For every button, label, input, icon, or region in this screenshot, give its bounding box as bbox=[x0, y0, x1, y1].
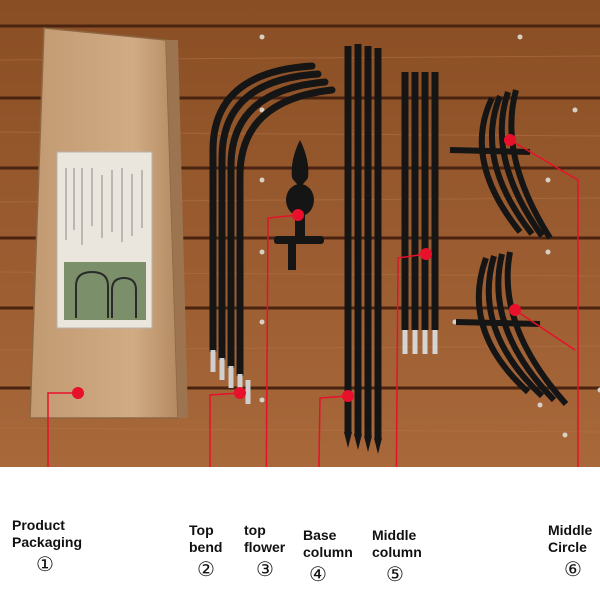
marker-base-column bbox=[342, 390, 354, 402]
callout-label-line: bend bbox=[189, 539, 223, 555]
base-column-spikes bbox=[344, 432, 382, 454]
callout-middle-circle: Middle Circle ⑥ bbox=[548, 522, 592, 582]
callout-label-line: Packaging bbox=[12, 534, 83, 550]
callout-middle-column: Middle column ⑤ bbox=[372, 527, 422, 587]
callout-number: ④ bbox=[309, 564, 327, 586]
callout-label-line: column bbox=[303, 544, 353, 560]
top-flower-finial bbox=[274, 140, 324, 270]
marker-top-bend bbox=[234, 387, 246, 399]
callout-base-column: Base column ④ bbox=[303, 527, 353, 587]
callout-label-line: top bbox=[244, 522, 266, 538]
callout-label-line: column bbox=[372, 544, 422, 560]
callout-label-line: Base bbox=[303, 527, 337, 543]
product-packaging-box bbox=[29, 27, 188, 419]
middle-column-metal-tips bbox=[402, 330, 438, 354]
callout-label-line: Middle bbox=[372, 527, 417, 543]
marker-packaging bbox=[72, 387, 84, 399]
marker-top-flower bbox=[292, 209, 304, 221]
middle-columns bbox=[401, 72, 439, 330]
callout-label-line: Middle bbox=[548, 522, 593, 538]
marker-middle-column bbox=[420, 248, 432, 260]
callout-number: ③ bbox=[256, 559, 274, 581]
deck-screws bbox=[259, 34, 600, 438]
middle-circle-segments-lower bbox=[455, 251, 569, 407]
leader-line-packaging bbox=[47, 392, 78, 467]
leader-line-base-column bbox=[318, 395, 349, 467]
top-bend-arches bbox=[209, 62, 336, 378]
callout-markers bbox=[72, 134, 521, 402]
product-photo bbox=[0, 0, 600, 467]
callout-label-line: flower bbox=[244, 539, 286, 555]
middle-circle-segments-upper bbox=[449, 89, 553, 240]
callout-number: ⑥ bbox=[564, 559, 582, 581]
callout-label-line: Top bbox=[189, 522, 214, 538]
leader-line-middle-circle bbox=[509, 139, 579, 467]
callout-label-line: Circle bbox=[548, 539, 587, 555]
callout-number: ① bbox=[36, 554, 54, 576]
marker-middle-circle-upper bbox=[504, 134, 516, 146]
callout-leader-lines bbox=[47, 139, 579, 467]
leader-line-top-bend bbox=[209, 392, 241, 467]
leader-line-top-flower bbox=[265, 214, 299, 467]
callout-number: ② bbox=[197, 559, 215, 581]
base-columns bbox=[344, 44, 382, 438]
callout-top-flower: top flower ③ bbox=[244, 522, 285, 582]
leader-line-middle-column bbox=[395, 253, 427, 467]
callout-product-packaging: Product Packaging ① bbox=[12, 517, 82, 577]
callout-top-bend: Top bend ② bbox=[189, 522, 222, 582]
callout-label-line: Product bbox=[12, 517, 65, 533]
leader-line-middle-circle-lower bbox=[514, 309, 576, 351]
marker-middle-circle-lower bbox=[509, 304, 521, 316]
callout-number: ⑤ bbox=[386, 564, 404, 586]
